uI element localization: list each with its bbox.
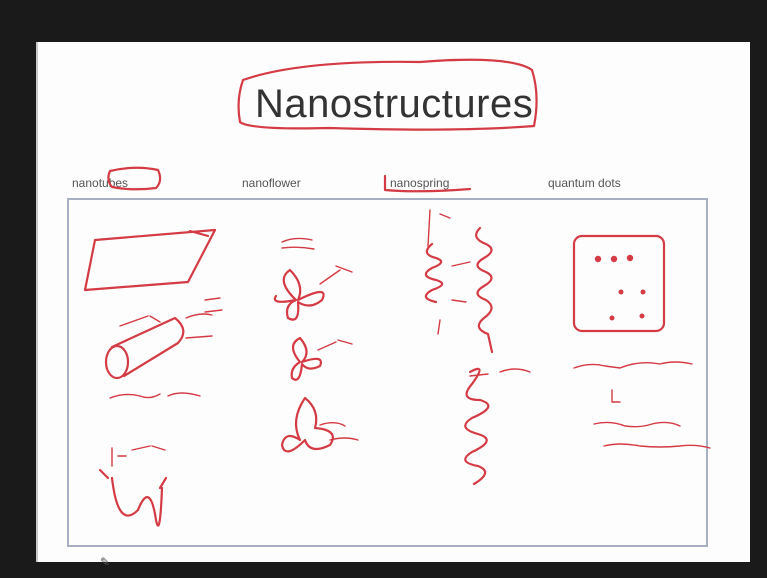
mouse-cursor-icon: ✎ bbox=[100, 555, 110, 569]
nanotubes-label-circle bbox=[108, 168, 160, 190]
nanotube-end-sketch bbox=[106, 346, 128, 378]
atom-by-atom-scribble bbox=[574, 362, 692, 368]
quantum-dots-box bbox=[574, 236, 664, 331]
nanospring-coil-3 bbox=[465, 369, 488, 484]
nanospring-label-mark bbox=[385, 176, 470, 191]
u-curve-sketch bbox=[112, 478, 162, 526]
graphene-sheet-sketch bbox=[85, 230, 215, 290]
nanoflower-sketch-1 bbox=[275, 270, 324, 320]
title-box-annotation bbox=[239, 60, 537, 130]
placing-scribble bbox=[594, 422, 680, 426]
nanoflower-sketch-2 bbox=[292, 338, 321, 380]
nanotube-caption-scribble bbox=[110, 393, 200, 398]
nanospring-coil-2 bbox=[476, 228, 492, 352]
nanoflower-sketch-3 bbox=[282, 398, 333, 451]
nanospring-coil-1 bbox=[426, 244, 442, 302]
